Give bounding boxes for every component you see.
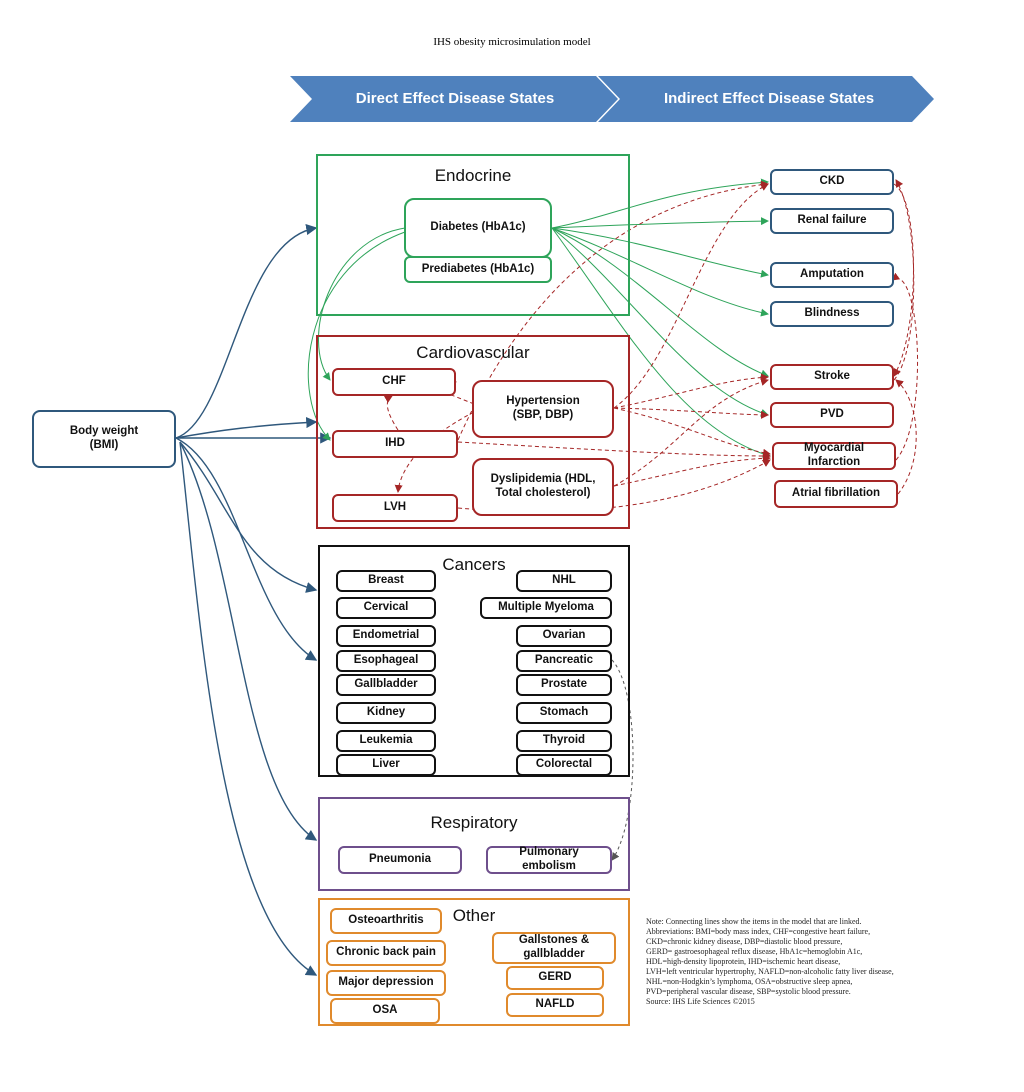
- ihd-to-mi-edge: [457, 441, 771, 460]
- diabetes-to-ckd-edge: [551, 178, 769, 229]
- respiratory-panel: Respiratory: [318, 797, 630, 891]
- cancer-multiple-myeloma-node: Multiple Myeloma: [480, 597, 612, 619]
- bmi-to-other-edge: [179, 441, 318, 976]
- diabetes-to-blindness-edge: [551, 227, 769, 317]
- diabetes-to-amputation-edge: [551, 227, 769, 278]
- diabetes-to-pvd-edge: [551, 227, 769, 417]
- footnote-line: CKD=chronic kidney disease, DBP=diastoli…: [646, 937, 843, 946]
- dyslipidemia-to-stroke-edge: [613, 378, 769, 487]
- indirect-effect-chevron: [598, 76, 934, 122]
- page-title: IHS obesity microsimulation model: [433, 36, 591, 48]
- hypertension-to-stroke-edge: [613, 373, 769, 409]
- footnote-line: NHL=non-Hodgkin’s lymphoma, OSA=obstruct…: [646, 977, 853, 986]
- direct-effect-label: Direct Effect Disease States: [355, 90, 555, 107]
- hypertension-to-pvd-edge: [613, 407, 769, 419]
- diabetes-to-renal-edge: [551, 217, 769, 229]
- footnote-line: GERD= gastroesophageal reflux disease, H…: [646, 947, 863, 956]
- chronic-back-pain-node: Chronic back pain: [326, 940, 446, 966]
- cancer-endometrial-node: Endometrial: [336, 625, 436, 647]
- cancer-cervical-node: Cervical: [336, 597, 436, 619]
- bmi-to-cardio-edge: [175, 416, 318, 439]
- mi-feedback-edge: [891, 272, 919, 461]
- major-depression-node: Major depression: [326, 970, 446, 996]
- pneumonia-node: Pneumonia: [338, 846, 462, 874]
- prediabetes-node: Prediabetes (HbA1c): [404, 256, 552, 283]
- myocardial-infarction-node: Myocardial Infarction: [772, 442, 896, 470]
- pancreatic-to-embolism-edge: [611, 659, 634, 861]
- pvd-node: PVD: [770, 402, 894, 428]
- cancers-panel: Cancers: [318, 545, 630, 777]
- hypertension-to-ckd-edge: [613, 183, 769, 409]
- cancer-thyroid-node: Thyroid: [516, 730, 612, 752]
- cancer-ovarian-node: Ovarian: [516, 625, 612, 647]
- renal-failure-node: Renal failure: [770, 208, 894, 234]
- atrial-fibrillation-node: Atrial fibrillation: [774, 480, 898, 508]
- osa-node: OSA: [330, 998, 440, 1024]
- cancers-panel-title: Cancers: [442, 555, 506, 574]
- diabetes-to-chf-edge: [318, 227, 406, 381]
- stroke-feedback-edge: [893, 179, 915, 381]
- cardiovascular-panel-title: Cardiovascular: [416, 343, 530, 362]
- endocrine-panel-title: Endocrine: [434, 166, 512, 185]
- bmi-to-endocrine-edge: [175, 224, 318, 439]
- footnote-line: Abbreviations: BMI=body mass index, CHF=…: [646, 927, 871, 936]
- diabetes-node: Diabetes (HbA1c): [404, 198, 552, 258]
- chf-node: CHF: [332, 368, 456, 396]
- cardiovascular-panel: Cardiovascular: [316, 335, 630, 529]
- other-panel-title: Other: [452, 906, 496, 925]
- diabetes-to-mi-edge: [551, 227, 771, 458]
- cancer-gallbladder-node: Gallbladder: [336, 674, 436, 696]
- cancer-esophageal-node: Esophageal: [336, 650, 436, 672]
- other-panel: Other: [318, 898, 630, 1026]
- footnote-line: HDL=high-density lipoprotein, IHD=ischem…: [646, 957, 841, 966]
- indirect-effect-label: Indirect Effect Disease States: [663, 90, 875, 107]
- endocrine-panel: Endocrine: [316, 154, 630, 316]
- cancer-breast-node: Breast: [336, 570, 436, 592]
- footnote-line: LVH=left ventricular hypertrophy, NAFLD=…: [646, 967, 894, 976]
- hypertension-node: Hypertension (SBP, DBP): [472, 380, 614, 438]
- ckd-feedback-edge: [893, 183, 914, 377]
- ihd-to-chf-edge: [383, 395, 399, 431]
- cancer-prostate-node: Prostate: [516, 674, 612, 696]
- lvh-node: LVH: [332, 494, 458, 522]
- footnote: Note: Connecting lines show the items in…: [646, 917, 936, 1007]
- blindness-node: Blindness: [770, 301, 894, 327]
- cancer-kidney-node: Kidney: [336, 702, 436, 724]
- af-to-stroke-edge: [895, 379, 917, 495]
- hypertension-to-mi-edge: [613, 407, 771, 457]
- diabetes-to-stroke-edge: [551, 227, 769, 378]
- stroke-node: Stroke: [770, 364, 894, 390]
- bmi-to-cancers2-edge: [179, 441, 318, 593]
- cancer-leukemia-node: Leukemia: [336, 730, 436, 752]
- dyslipidemia-node: Dyslipidemia (HDL, Total cholesterol): [472, 458, 614, 516]
- cancer-liver-node: Liver: [336, 754, 436, 776]
- ihd-node: IHD: [332, 430, 458, 458]
- gallstones-node: Gallstones & gallbladder: [492, 932, 616, 964]
- cancer-nhl-node: NHL: [516, 570, 612, 592]
- bmi-to-respiratory-edge: [179, 441, 318, 841]
- direct-effect-chevron: [290, 76, 618, 122]
- cancer-pancreatic-node: Pancreatic: [516, 650, 612, 672]
- amputation-node: Amputation: [770, 262, 894, 288]
- ckd-node: CKD: [770, 169, 894, 195]
- footnote-line: PVD=peripheral vascular disease, SBP=sys…: [646, 987, 851, 996]
- osteoarthritis-node: Osteoarthritis: [330, 908, 442, 934]
- cancer-colorectal-node: Colorectal: [516, 754, 612, 776]
- footnote-line: Note: Connecting lines show the items in…: [646, 917, 862, 926]
- respiratory-panel-title: Respiratory: [430, 813, 518, 832]
- lvh-to-mi-edge: [457, 459, 771, 512]
- bmi-to-cancers-edge: [175, 437, 318, 661]
- gerd-node: GERD: [506, 966, 604, 990]
- body-weight-node: Body weight (BMI): [32, 410, 176, 468]
- footnote-line: Source: IHS Life Sciences ©2015: [646, 997, 755, 1006]
- nafld-node: NAFLD: [506, 993, 604, 1017]
- cancer-stomach-node: Stomach: [516, 702, 612, 724]
- dyslipidemia-to-mi-edge: [613, 454, 771, 487]
- pulmonary-embolism-node: Pulmonary embolism: [486, 846, 612, 874]
